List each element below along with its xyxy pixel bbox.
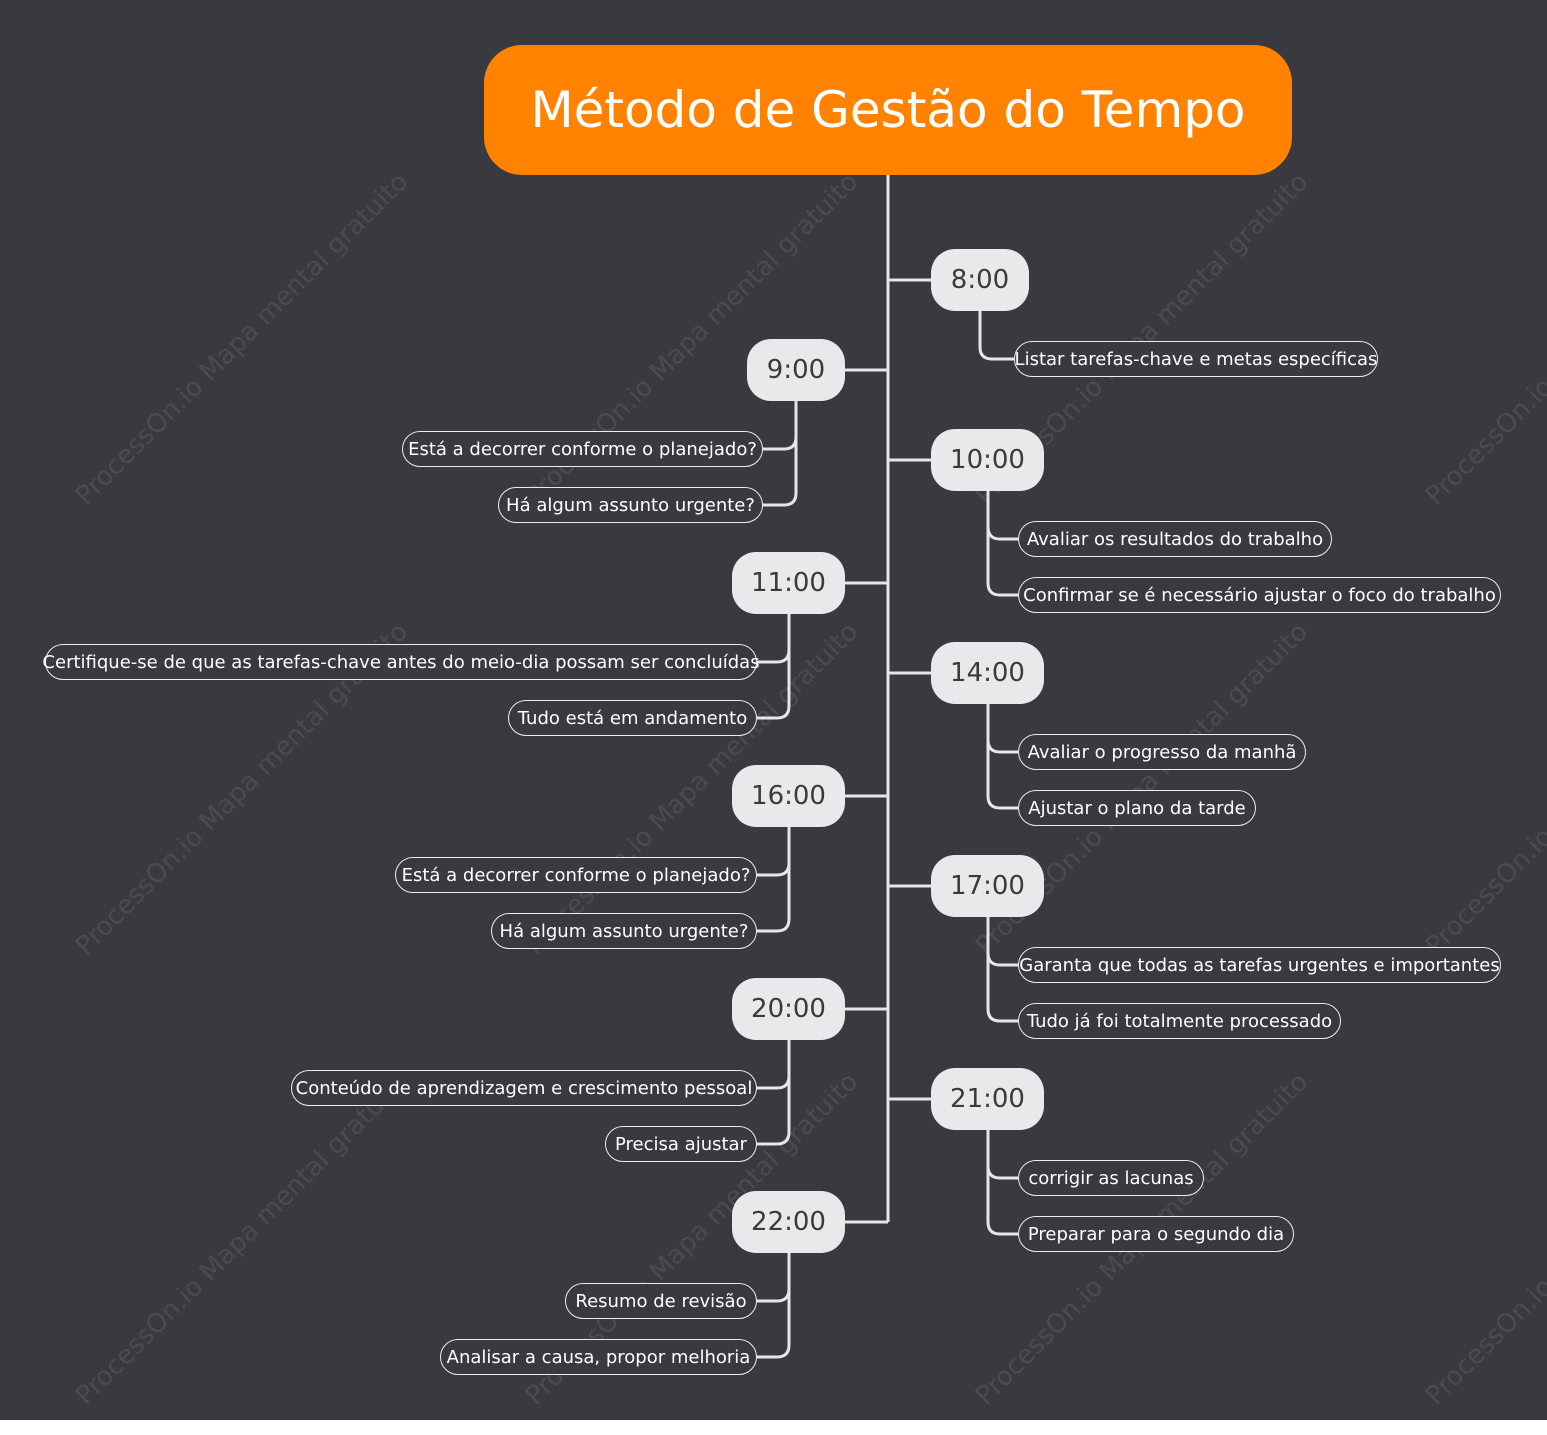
time-node[interactable]: 21:00: [931, 1068, 1044, 1130]
task-node[interactable]: Preparar para o segundo dia: [1018, 1216, 1294, 1252]
task-node[interactable]: Está a decorrer conforme o planejado?: [395, 857, 757, 893]
task-node[interactable]: Certifique-se de que as tarefas-chave an…: [42, 644, 760, 680]
time-node[interactable]: 10:00: [931, 429, 1044, 491]
leaf-line: [986, 917, 1018, 967]
leaf-line: [986, 491, 1018, 597]
task-node[interactable]: Avaliar os resultados do trabalho: [1018, 521, 1332, 557]
time-node[interactable]: 17:00: [931, 855, 1044, 917]
task-node[interactable]: Tudo já foi totalmente processado: [1018, 1003, 1341, 1039]
leaf-line: [763, 401, 798, 507]
time-node[interactable]: 8:00: [931, 249, 1029, 311]
leaf-line: [978, 311, 1014, 361]
leaf-line: [986, 704, 1018, 810]
task-node[interactable]: Listar tarefas-chave e metas específicas: [1014, 341, 1378, 377]
leaf-line: [986, 1130, 1018, 1236]
time-node[interactable]: 22:00: [732, 1191, 845, 1253]
leaf-line: [986, 917, 1018, 1023]
task-node[interactable]: Resumo de revisão: [565, 1283, 757, 1319]
leaf-line: [757, 1040, 791, 1090]
task-node[interactable]: Ajustar o plano da tarde: [1018, 790, 1256, 826]
leaf-line: [763, 401, 798, 451]
task-node[interactable]: Está a decorrer conforme o planejado?: [402, 431, 763, 467]
leaf-line: [757, 614, 791, 720]
task-node[interactable]: corrigir as lacunas: [1018, 1160, 1204, 1196]
task-node[interactable]: Há algum assunto urgente?: [498, 487, 763, 523]
task-node[interactable]: Analisar a causa, propor melhoria: [440, 1339, 757, 1375]
leaf-line: [757, 614, 791, 664]
time-node[interactable]: 11:00: [732, 552, 845, 614]
time-node[interactable]: 14:00: [931, 642, 1044, 704]
task-node[interactable]: Conteúdo de aprendizagem e crescimento p…: [291, 1070, 757, 1106]
time-node[interactable]: 20:00: [732, 978, 845, 1040]
leaf-line: [757, 1040, 791, 1146]
leaf-line: [757, 1253, 791, 1359]
task-node[interactable]: Precisa ajustar: [605, 1126, 757, 1162]
leaf-line: [757, 1253, 791, 1303]
root-topic[interactable]: Método de Gestão do Tempo: [484, 45, 1292, 175]
leaf-line: [757, 827, 791, 877]
time-node[interactable]: 16:00: [732, 765, 845, 827]
task-node[interactable]: Há algum assunto urgente?: [491, 913, 757, 949]
leaf-line: [986, 1130, 1018, 1180]
task-node[interactable]: Tudo está em andamento: [508, 700, 757, 736]
task-node[interactable]: Confirmar se é necessário ajustar o foco…: [1018, 577, 1501, 613]
leaf-line: [757, 827, 791, 933]
task-node[interactable]: Avaliar o progresso da manhã: [1018, 734, 1306, 770]
task-node[interactable]: Garanta que todas as tarefas urgentes e …: [1018, 947, 1501, 983]
leaf-line: [986, 704, 1018, 754]
time-node[interactable]: 9:00: [747, 339, 845, 401]
leaf-line: [986, 491, 1018, 541]
